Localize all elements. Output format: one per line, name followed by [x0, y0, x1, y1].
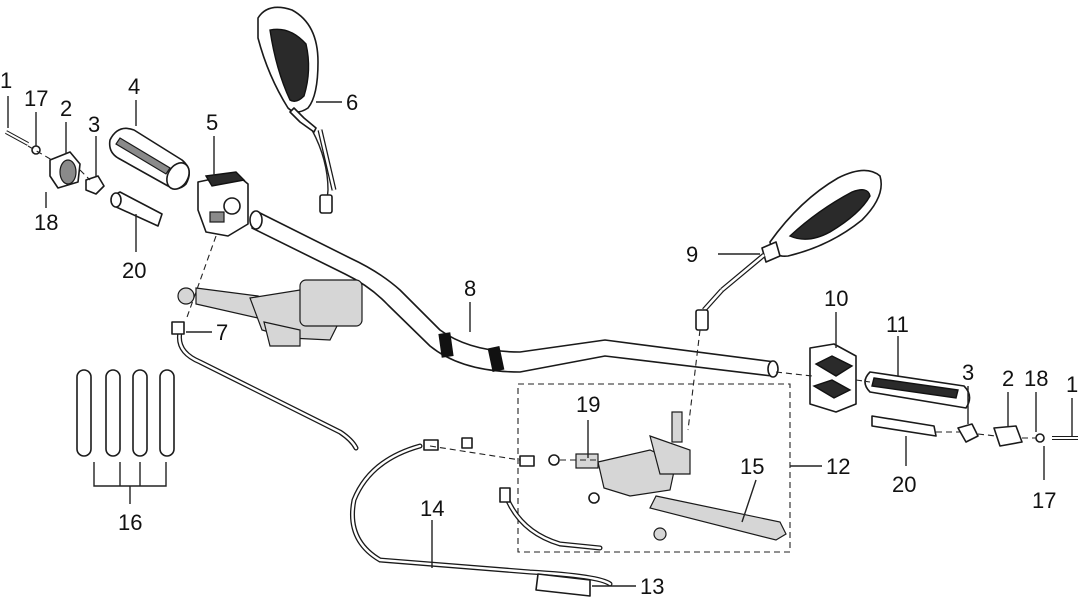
- callout-19: 19: [576, 392, 600, 417]
- callout-20-left: 20: [122, 258, 146, 283]
- right-switch-housing: [809, 343, 857, 413]
- right-bar-end-parts: [871, 415, 1078, 447]
- callout-7: 7: [216, 320, 228, 345]
- right-throttle-grip: [864, 371, 971, 409]
- callout-2-left: 2: [60, 96, 72, 121]
- rear-brake-assembly-box: [517, 383, 791, 553]
- callout-3-right: 3: [962, 360, 974, 385]
- callout-5: 5: [206, 110, 218, 135]
- right-mirror: [695, 169, 882, 331]
- callout-12: 12: [826, 454, 850, 479]
- leader-lines: [7, 96, 1073, 587]
- handlebar: [249, 210, 779, 378]
- cable-boot: [535, 573, 591, 597]
- front-cable: [171, 321, 359, 451]
- callout-1-right: 1: [1066, 372, 1078, 397]
- left-bar-end-parts: [5, 130, 163, 227]
- assembly-guide-lines: [27, 145, 1036, 461]
- callout-13: 13: [640, 574, 664, 599]
- left-mirror: [257, 6, 337, 214]
- rear-brake-lever-assembly: [519, 411, 787, 541]
- callout-10: 10: [824, 286, 848, 311]
- callout-4: 4: [128, 74, 140, 99]
- callout-18-right: 18: [1024, 366, 1048, 391]
- callout-labels: 1 17 2 3 4 5 6 18 20 7 16 8 9 10 11 3 2 …: [0, 68, 1078, 599]
- callout-11: 11: [886, 312, 909, 337]
- callout-8: 8: [464, 276, 476, 301]
- cable-straps: [76, 369, 175, 504]
- callout-18-left: 18: [34, 210, 58, 235]
- callout-17-right: 17: [1032, 488, 1056, 513]
- callout-1-left: 1: [0, 68, 12, 93]
- callout-20-right: 20: [892, 472, 916, 497]
- callout-6: 6: [346, 90, 358, 115]
- left-grip: [108, 127, 190, 190]
- callout-17-left: 17: [24, 86, 48, 111]
- callout-9: 9: [686, 242, 698, 267]
- callout-14: 14: [420, 496, 444, 521]
- callout-16: 16: [118, 510, 142, 535]
- left-switch-housing: [197, 171, 249, 237]
- callout-15: 15: [740, 454, 764, 479]
- callout-2-right: 2: [1002, 366, 1014, 391]
- rear-brake-cable: [350, 437, 613, 587]
- brake-master-cylinder: [177, 279, 363, 347]
- callout-3-left: 3: [88, 112, 100, 137]
